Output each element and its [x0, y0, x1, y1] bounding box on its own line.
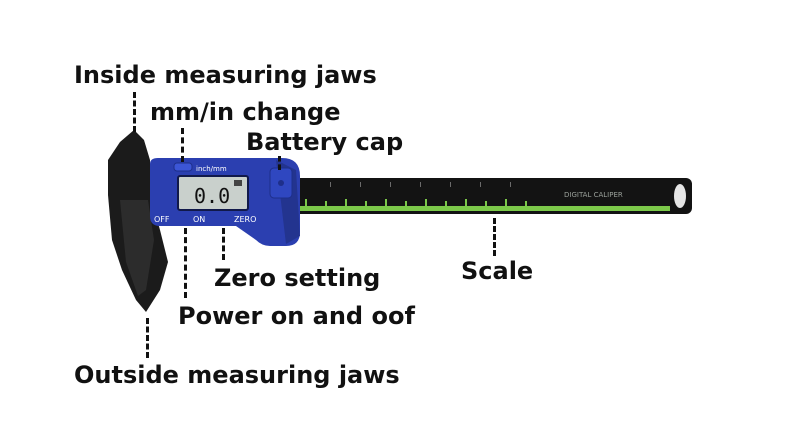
zero-setting-label: Zero setting	[214, 264, 381, 292]
caliper-body: inch/mm 0.0 OFF ON ZERO	[150, 158, 300, 246]
jaw-assembly	[108, 130, 168, 312]
scale-marks	[305, 199, 527, 206]
mode-change-leader	[181, 128, 184, 162]
inside-jaws-label: Inside measuring jaws	[74, 61, 377, 89]
outside-jaws-label: Outside measuring jaws	[74, 361, 400, 389]
zero-button[interactable]: ZERO	[234, 215, 256, 224]
beam-hole	[674, 184, 686, 208]
power-leader	[184, 228, 187, 298]
beam: DIGITAL CALIPER	[290, 178, 692, 214]
beam-text: DIGITAL CALIPER	[564, 191, 623, 199]
zero-setting-leader	[222, 228, 225, 260]
off-button[interactable]: OFF	[154, 215, 170, 224]
battery-cap-leader	[278, 156, 281, 170]
mode-button[interactable]	[173, 162, 193, 172]
outside-jaws-leader	[146, 318, 149, 358]
scale-leader	[493, 218, 496, 256]
mode-button-label: inch/mm	[196, 165, 227, 173]
battery-cap-label: Battery cap	[246, 128, 404, 156]
scale-strip	[298, 206, 670, 211]
lcd-reading: 0.0	[194, 184, 230, 208]
power-label: Power on and oof	[178, 302, 415, 330]
inside-jaws-leader	[133, 92, 136, 132]
scale-label: Scale	[461, 257, 534, 285]
on-button[interactable]: ON	[193, 215, 205, 224]
mode-change-label: mm/in change	[150, 98, 341, 126]
lcd-screen	[177, 175, 249, 211]
inside-jaw	[108, 130, 150, 195]
